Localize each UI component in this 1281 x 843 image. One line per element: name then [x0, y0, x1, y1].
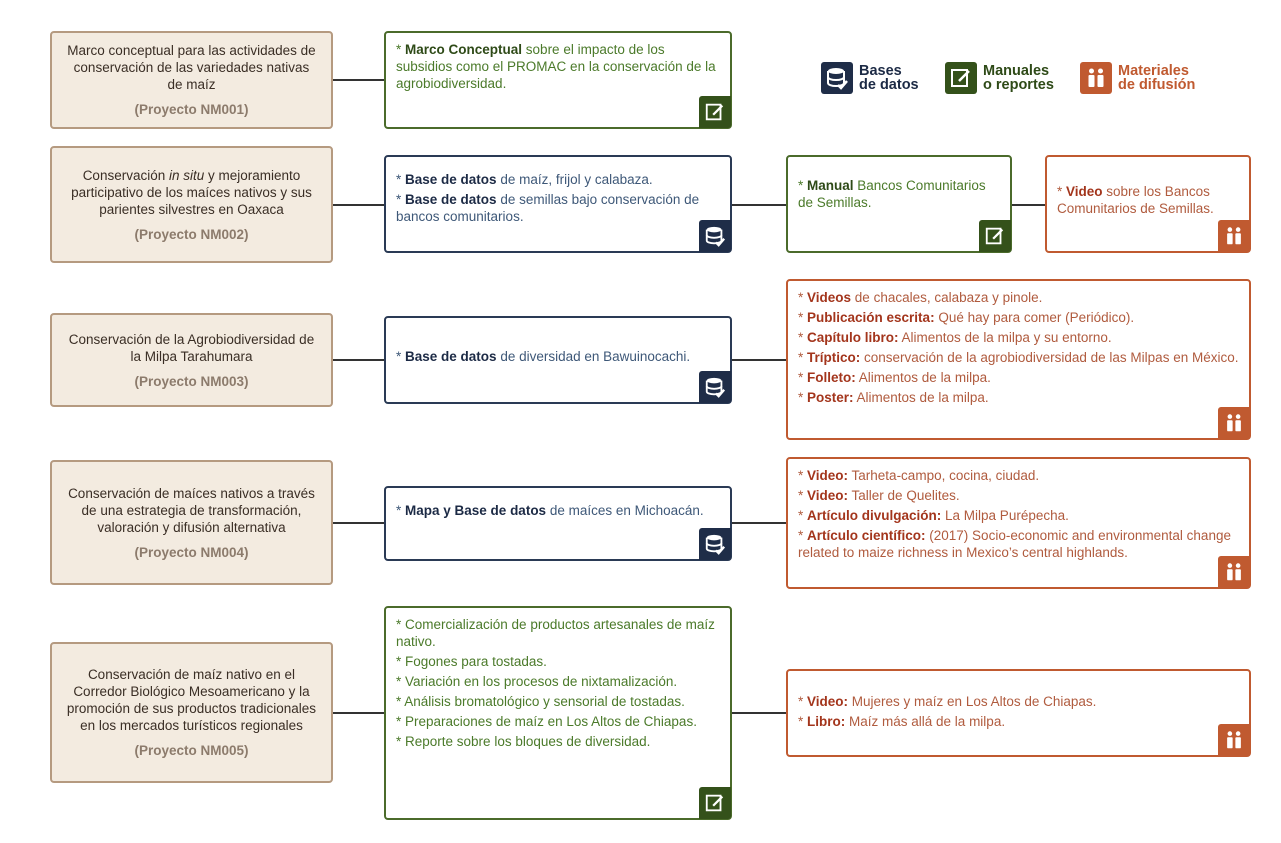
manual-box-nm005: * Comercialización de productos artesana… — [384, 606, 732, 820]
database-box-nm003: * Base de datos de diversidad en Bawuino… — [384, 316, 732, 404]
output-item: * Mapa y Base de datos de maíces en Mich… — [396, 503, 704, 518]
connector-line — [732, 204, 786, 206]
media-box-nm002: * Video sobre los Bancos Comunitarios de… — [1045, 155, 1251, 253]
project-code: (Proyecto NM002) — [134, 226, 249, 242]
output-item: * Marco Conceptual sobre el impacto de l… — [396, 42, 716, 91]
legend-manual-line1: Manuales — [983, 63, 1050, 79]
connector-line — [732, 522, 786, 524]
project-title: Conservación de la Agrobiodiversidad de … — [68, 331, 315, 364]
people-icon — [1218, 407, 1250, 439]
output-item: * Capítulo libro: Alimentos de la milpa … — [798, 330, 1112, 345]
manual-icon — [699, 96, 731, 128]
connector-line — [732, 712, 786, 714]
project-code: (Proyecto NM004) — [134, 544, 249, 560]
output-list: * Video: Tarheta-campo, cocina, ciudad. *… — [798, 467, 1241, 564]
people-icon — [1218, 724, 1250, 756]
output-item: * Fogones para tostadas. — [396, 654, 547, 669]
project-box-nm003: Conservación de la Agrobiodiversidad de … — [50, 313, 333, 407]
media-box-nm003: * Videos de chacales, calabaza y pinole.… — [786, 279, 1251, 440]
connector-line — [332, 79, 384, 81]
output-list: * Video: Mujeres y maíz en Los Altos de … — [798, 693, 1241, 733]
media-box-nm004: * Video: Tarheta-campo, cocina, ciudad. *… — [786, 457, 1251, 589]
output-list: * Video sobre los Bancos Comunitarios de… — [1057, 183, 1241, 220]
project-title: Conservación in situ y mejoramiento part… — [71, 167, 312, 217]
output-list: * Marco Conceptual sobre el impacto de l… — [396, 41, 722, 95]
output-item: * Preparaciones de maíz en Los Altos de … — [396, 714, 697, 729]
connector-line — [1012, 204, 1045, 206]
project-title: Conservación de maíces nativos a través … — [68, 485, 315, 535]
database-icon — [699, 528, 731, 560]
output-item: * Manual Bancos Comunitarios de Semillas… — [798, 178, 986, 210]
project-code: (Proyecto NM001) — [134, 102, 249, 117]
output-list: * Manual Bancos Comunitarios de Semillas… — [798, 177, 1002, 214]
output-item: * Video: Taller de Quelites. — [798, 488, 960, 503]
legend-media-line1: Materiales — [1118, 63, 1189, 79]
project-box-nm002: Conservación in situ y mejoramiento part… — [50, 146, 333, 263]
database-box-nm004: * Mapa y Base de datos de maíces en Mich… — [384, 486, 732, 561]
output-item: * Base de datos de semillas bajo conserv… — [396, 192, 700, 224]
output-item: * Video: Mujeres y maíz en Los Altos de … — [798, 694, 1097, 709]
legend-db-line1: Bases — [859, 63, 902, 79]
connector-line — [332, 359, 384, 361]
connector-line — [332, 712, 384, 714]
connector-line — [332, 522, 384, 524]
people-icon — [1218, 556, 1250, 588]
project-code: (Proyecto NM003) — [134, 373, 249, 389]
manual-icon — [699, 787, 731, 819]
project-title: Marco conceptual para las actividades de… — [67, 43, 316, 92]
output-item: * Artículo científico: (2017) Socio-econ… — [798, 528, 1231, 560]
output-item: * Folleto: Alimentos de la milpa. — [798, 370, 991, 385]
database-box-nm002: * Base de datos de maíz, frijol y calaba… — [384, 155, 732, 253]
manual-icon — [979, 220, 1011, 252]
output-list: * Base de datos de diversidad en Bawuino… — [396, 348, 722, 368]
output-item: * Base de datos de maíz, frijol y calaba… — [396, 172, 653, 187]
legend-media-line2: de difusión — [1118, 77, 1196, 93]
output-list: * Base de datos de maíz, frijol y calaba… — [396, 171, 722, 228]
output-list: * Mapa y Base de datos de maíces en Mich… — [396, 502, 722, 522]
output-item: * Video: Tarheta-campo, cocina, ciudad. — [798, 468, 1040, 483]
legend-db-line2: de datos — [859, 77, 919, 93]
project-box-nm005: Conservación de maíz nativo en el Corred… — [50, 642, 333, 783]
media-box-nm005: * Video: Mujeres y maíz en Los Altos de … — [786, 669, 1251, 757]
output-item: * Tríptico: conservación de la agrobiodi… — [798, 350, 1239, 365]
output-item: * Videos de chacales, calabaza y pinole. — [798, 290, 1043, 305]
output-item: * Comercialización de productos artesana… — [396, 617, 715, 649]
output-item: * Variación en los procesos de nixtamali… — [396, 674, 678, 689]
manual-box-nm002: * Manual Bancos Comunitarios de Semillas… — [786, 155, 1012, 253]
output-list: * Videos de chacales, calabaza y pinole.… — [798, 289, 1241, 409]
people-icon — [1218, 220, 1250, 252]
output-item: * Publicación escrita: Qué hay para come… — [798, 310, 1135, 325]
project-box-nm004: Conservación de maíces nativos a través … — [50, 460, 333, 585]
people-icon — [1080, 62, 1112, 94]
output-item: * Base de datos de diversidad en Bawuino… — [396, 349, 691, 364]
project-box-nm001: Marco conceptual para las actividades de… — [50, 31, 333, 129]
legend-manual-line2: o reportes — [983, 77, 1054, 93]
output-item: * Reporte sobre los bloques de diversida… — [396, 734, 651, 749]
output-item: * Análisis bromatológico y sensorial de … — [396, 694, 685, 709]
output-item: * Artículo divulgación: La Milpa Purépec… — [798, 508, 1069, 523]
database-icon — [699, 220, 731, 252]
project-title: Conservación de maíz nativo en el Corred… — [66, 667, 317, 733]
connector-line — [732, 359, 786, 361]
output-item: * Libro: Maíz más allá de la milpa. — [798, 714, 1006, 729]
output-item: * Poster: Alimentos de la milpa. — [798, 390, 989, 405]
project-code: (Proyecto NM005) — [134, 743, 249, 758]
connector-line — [332, 204, 384, 206]
manual-box-nm001: * Marco Conceptual sobre el impacto de l… — [384, 31, 732, 129]
output-list: * Comercialización de productos artesana… — [396, 616, 722, 753]
database-icon — [699, 371, 731, 403]
output-item: * Video sobre los Bancos Comunitarios de… — [1057, 184, 1214, 216]
database-icon — [821, 62, 853, 94]
manual-icon — [945, 62, 977, 94]
